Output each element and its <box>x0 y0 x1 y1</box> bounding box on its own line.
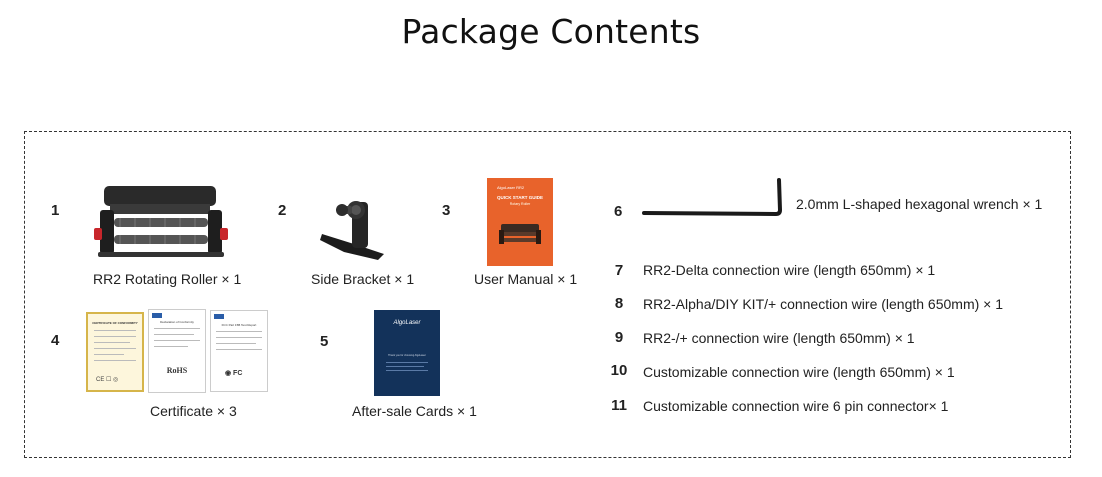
wire-text-8: RR2-Alpha/DIY KIT/+ connection wire (len… <box>643 296 1004 312</box>
wire-number-7: 7 <box>614 262 624 279</box>
rotating-roller-image <box>94 186 228 257</box>
wire-number-10: 10 <box>610 362 628 379</box>
manual-brand: AlgoLaser RR2 <box>497 185 525 190</box>
item-number-4: 4 <box>51 332 60 349</box>
certificate-sheet-1: CERTIFICATE OF CONFORMITY CE ☐ ◎ <box>86 312 144 392</box>
item-caption-1: RR2 Rotating Roller × 1 <box>93 271 242 287</box>
wire-number-11: 11 <box>611 397 627 414</box>
page-title: Package Contents <box>401 12 701 51</box>
wire-number-9: 9 <box>614 329 624 346</box>
after-sale-card-image: AlgoLaser Thank you for choosing AlgoLas… <box>374 310 440 396</box>
card-text: Thank you for choosing AlgoLaser <box>388 354 426 357</box>
wire-text-7: RR2-Delta connection wire (length 650mm)… <box>643 262 936 278</box>
item-number-2: 2 <box>278 202 287 219</box>
certificate-sheet-2: Declaration of Conformity RoHS <box>148 309 206 393</box>
item-caption-5: After-sale Cards × 1 <box>352 403 477 419</box>
certificate-1-marks: CE ☐ ◎ <box>96 377 119 383</box>
certificate-3-marks: ◉ FC <box>225 370 243 377</box>
manual-subheading: Rotary Roller <box>509 202 531 206</box>
certificate-image: CERTIFICATE OF CONFORMITY CE ☐ ◎ Declara… <box>86 309 270 393</box>
card-brand: AlgoLaser <box>393 320 421 326</box>
wire-text-11: Customizable connection wire 6 pin conne… <box>643 398 949 414</box>
user-manual-image: AlgoLaser RR2 QUICK START GUIDE Rotary R… <box>487 178 553 266</box>
side-bracket-image <box>320 201 384 260</box>
item-caption-4: Certificate × 3 <box>150 403 237 419</box>
item-number-1: 1 <box>51 202 60 219</box>
certificate-1-title: CERTIFICATE OF CONFORMITY <box>92 321 138 325</box>
item-caption-6: 2.0mm L-shaped hexagonal wrench × 1 <box>796 196 1043 212</box>
wire-text-10: Customizable connection wire (length 650… <box>643 364 955 380</box>
certificate-3-title: FCC Part 15B Test Report <box>221 323 257 327</box>
item-number-3: 3 <box>442 202 451 219</box>
item-caption-2: Side Bracket × 1 <box>311 271 415 287</box>
manual-heading: QUICK START GUIDE <box>497 195 543 200</box>
certificate-2-title: Declaration of Conformity <box>160 320 194 324</box>
item-caption-3: User Manual × 1 <box>474 271 578 287</box>
certificate-sheet-3: FCC Part 15B Test Report ◉ FC <box>210 310 268 392</box>
item-number-6: 6 <box>614 203 623 220</box>
hex-wrench-image <box>642 178 783 217</box>
manual-roller-icon <box>499 224 541 244</box>
rohs-mark: RoHS <box>166 366 188 375</box>
item-number-5: 5 <box>320 333 329 350</box>
package-contents-box <box>24 131 1071 458</box>
wire-text-9: RR2-/+ connection wire (length 650mm) × … <box>643 330 915 346</box>
wire-number-8: 8 <box>614 295 624 312</box>
